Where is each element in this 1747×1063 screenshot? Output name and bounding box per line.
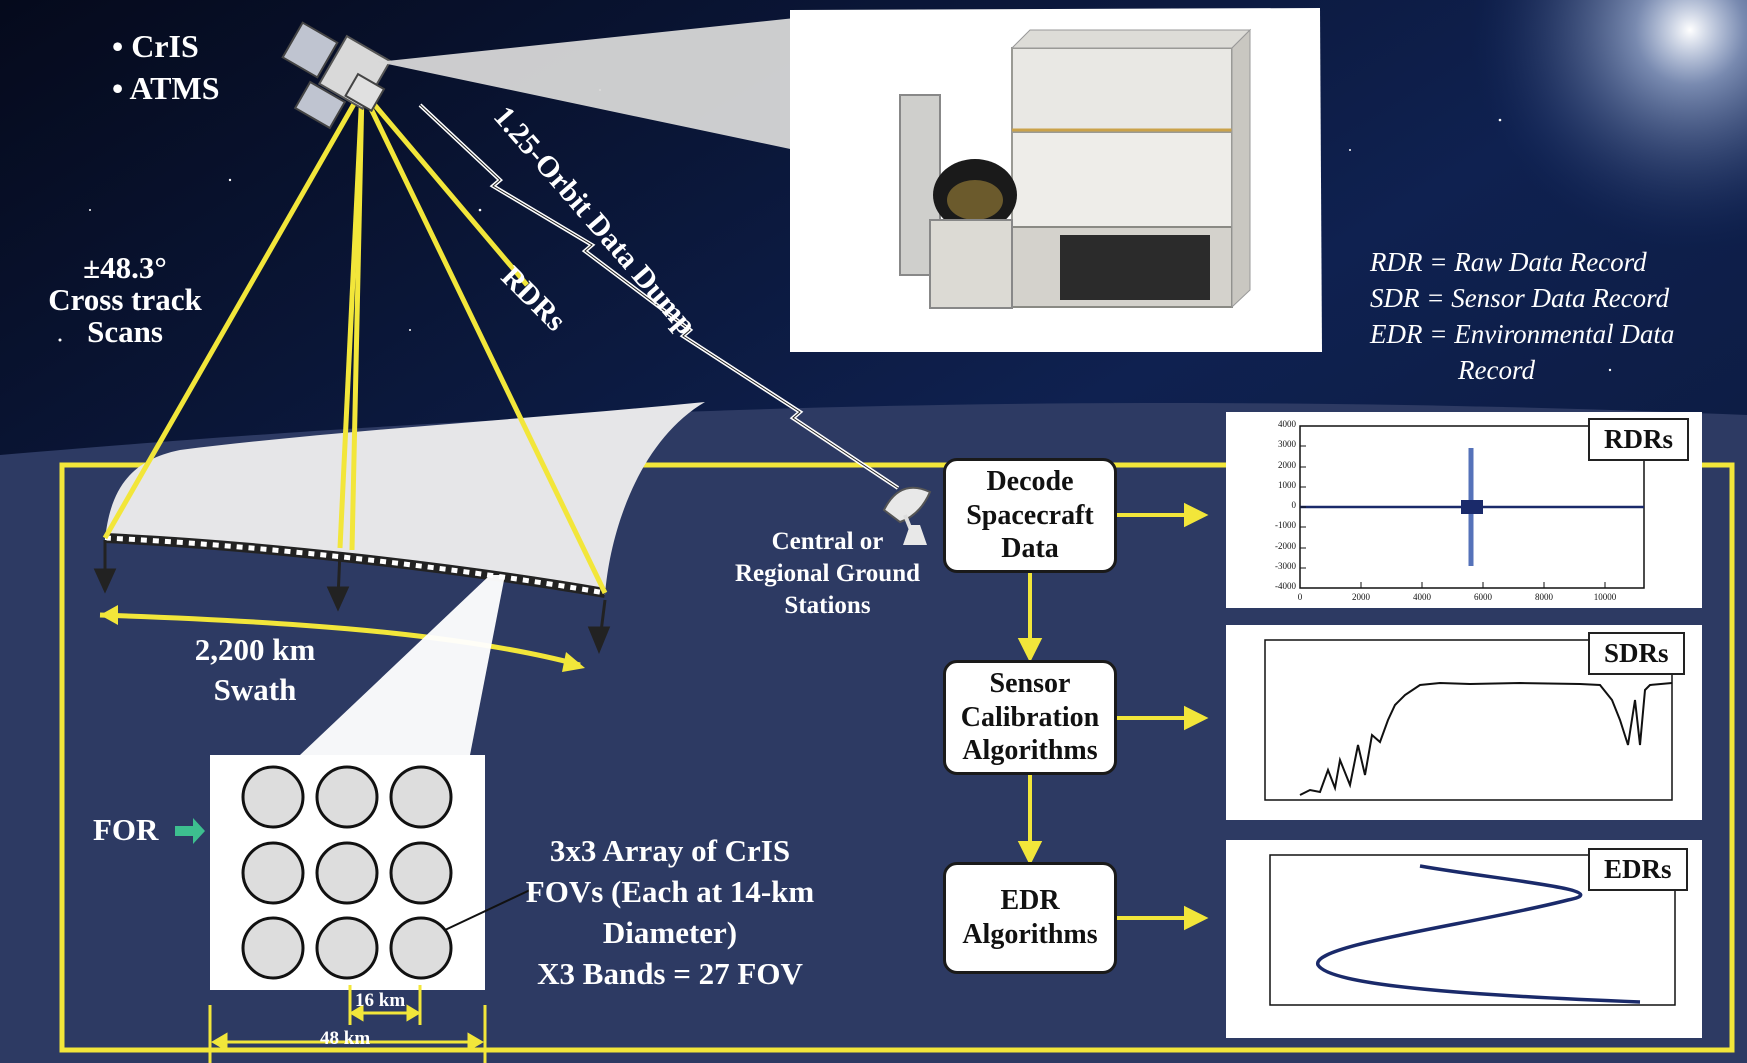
rdr-x-tick: 0 xyxy=(1297,592,1303,602)
ground-station-label: Central or Regional Ground Stations xyxy=(715,526,940,622)
decode-line3: Data xyxy=(1001,533,1059,565)
calib-line3: Algorithms xyxy=(962,735,1098,767)
legend-rdr: RDR = Raw Data Record xyxy=(1370,247,1647,277)
rdr-y-tick: -3000 xyxy=(1275,560,1296,571)
rdr-y-tick: -4000 xyxy=(1275,581,1296,591)
rdr-y-tick: 4000 xyxy=(1278,419,1296,429)
sdrs-panel-tag: SDRs xyxy=(1588,632,1685,675)
dimension-48km: 48 km xyxy=(320,1028,371,1049)
scan-lines xyxy=(102,88,608,595)
rdrs-panel-tag: RDRs xyxy=(1588,418,1690,461)
rdr-y-tick: 0 xyxy=(1291,500,1297,510)
scan-type: Cross track xyxy=(48,282,202,317)
legend-edr: EDR = Environmental Data xyxy=(1370,319,1675,349)
scan-word: Scans xyxy=(87,314,163,349)
edr-line1: EDR xyxy=(1000,885,1060,917)
processing-border xyxy=(59,462,1735,1053)
calib-line1: Sensor xyxy=(989,668,1071,700)
fov-zoom-wedge xyxy=(300,575,505,755)
for-label: FOR xyxy=(93,812,159,847)
ground-station-line2: Regional Ground xyxy=(735,560,920,587)
flow-arrows xyxy=(1017,502,1209,931)
dimension-16km: 16 km xyxy=(355,990,406,1011)
instrument-photo xyxy=(790,8,1322,352)
rdr-x-tick: 10000 xyxy=(1593,592,1617,602)
swath-width-arrow xyxy=(99,605,585,672)
decode-spacecraft-data-box: Decode Spacecraft Data xyxy=(943,458,1117,573)
legend-edr-cont: Record xyxy=(1458,355,1535,385)
fov-line4: X3 Bands = 27 FOV xyxy=(537,956,803,991)
sensor-calibration-box: Sensor Calibration Algorithms xyxy=(943,660,1117,775)
for-arrow xyxy=(175,818,205,844)
data-dump-bolt-outline xyxy=(419,104,899,489)
scan-angle: ±48.3° xyxy=(83,250,167,285)
swath-label: 2,200 km Swath xyxy=(150,630,360,710)
fov-line3: Diameter) xyxy=(602,915,738,950)
instrument-label-atms: • ATMS xyxy=(112,70,220,106)
decode-line1: Decode xyxy=(986,466,1074,498)
swath-word: Swath xyxy=(213,672,297,707)
fov-line2: FOVs (Each at 14-km xyxy=(525,874,815,909)
ground-station-line1: Central or xyxy=(771,528,884,555)
ground-station-icon xyxy=(882,486,932,545)
satellite-icon xyxy=(281,21,392,130)
decode-line2: Spacecraft xyxy=(966,499,1094,531)
scan-label: ±48.3° Cross track Scans xyxy=(20,252,230,348)
rdr-x-tick: 6000 xyxy=(1474,592,1492,602)
swath-markers xyxy=(93,540,611,654)
dimension-markers xyxy=(208,985,487,1063)
rdr-y-tick: 1000 xyxy=(1278,479,1296,490)
rdr-y-tick: -2000 xyxy=(1275,540,1296,551)
rdr-y-tick: -1000 xyxy=(1275,520,1296,531)
legend-sdr: SDR = Sensor Data Record xyxy=(1370,283,1670,313)
calib-line2: Calibration xyxy=(960,701,1100,733)
rdr-x-tick: 2000 xyxy=(1352,592,1370,602)
edrs-panel-tag: EDRs xyxy=(1588,848,1688,891)
instrument-beam xyxy=(378,18,795,150)
swath-edge-dashes xyxy=(104,535,606,596)
instrument-label-cris: • CrIS xyxy=(112,28,199,64)
fov-description: 3x3 Array of CrIS FOVs (Each at 14-km Di… xyxy=(500,830,840,994)
swath-width: 2,200 km xyxy=(194,632,316,667)
rdr-x-tick: 8000 xyxy=(1535,592,1553,602)
edr-algorithms-box: EDR Algorithms xyxy=(943,862,1117,974)
edr-line2: Algorithms xyxy=(962,919,1098,950)
rdr-y-tick: 2000 xyxy=(1278,459,1296,470)
ground-station-line3: Stations xyxy=(784,592,871,619)
fov-line1: 3x3 Array of CrIS xyxy=(549,833,791,868)
rdr-x-tick: 4000 xyxy=(1413,592,1431,602)
rdr-y-tick: 3000 xyxy=(1278,439,1296,450)
fov-grid xyxy=(210,755,531,990)
